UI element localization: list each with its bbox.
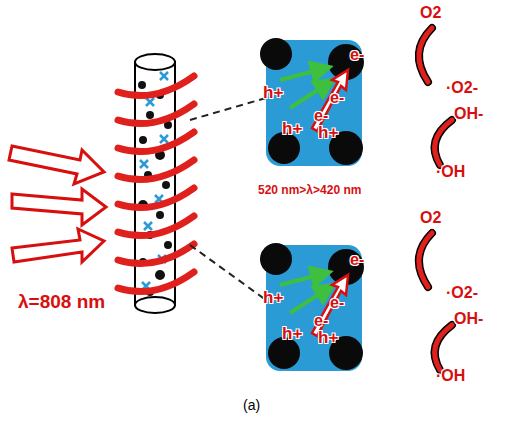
- species-label: OH-: [454, 106, 483, 122]
- hole-label: h+: [318, 329, 338, 346]
- electron-label: e-: [314, 313, 328, 329]
- particle-node: h+e-e-e-h+h+: [266, 245, 362, 371]
- hole-label: h+: [263, 84, 283, 101]
- electron-label: e-: [350, 47, 364, 63]
- nanorod: [118, 54, 194, 313]
- species-label: O2: [420, 210, 441, 226]
- wavelength-label: λ=808 nm: [18, 292, 105, 311]
- hole-label: h+: [318, 124, 338, 141]
- species-label: ·OH: [436, 368, 465, 384]
- species-label: ·O2-: [446, 285, 478, 301]
- hole-label: h+: [282, 120, 302, 137]
- hole-label: h+: [282, 325, 302, 342]
- particle-node: h+e-e-e-h+h+: [266, 40, 362, 166]
- species-label: OH-: [454, 311, 483, 327]
- electron-label: e-: [330, 295, 344, 311]
- wavelength-range: 520 nm>λ>420 nm: [258, 184, 361, 196]
- figure-caption: (a): [243, 398, 260, 412]
- hole-label: h+: [263, 289, 283, 306]
- particle-detail: [260, 38, 364, 165]
- species-label: ·O2-: [446, 80, 478, 96]
- electron-label: e-: [330, 90, 344, 106]
- species-label: O2: [420, 5, 441, 21]
- light-arrows: [9, 146, 106, 262]
- electron-label: e-: [350, 252, 364, 268]
- species-label: ·OH: [436, 164, 465, 180]
- dashed-leaders: [190, 98, 266, 300]
- electron-label: e-: [314, 108, 328, 124]
